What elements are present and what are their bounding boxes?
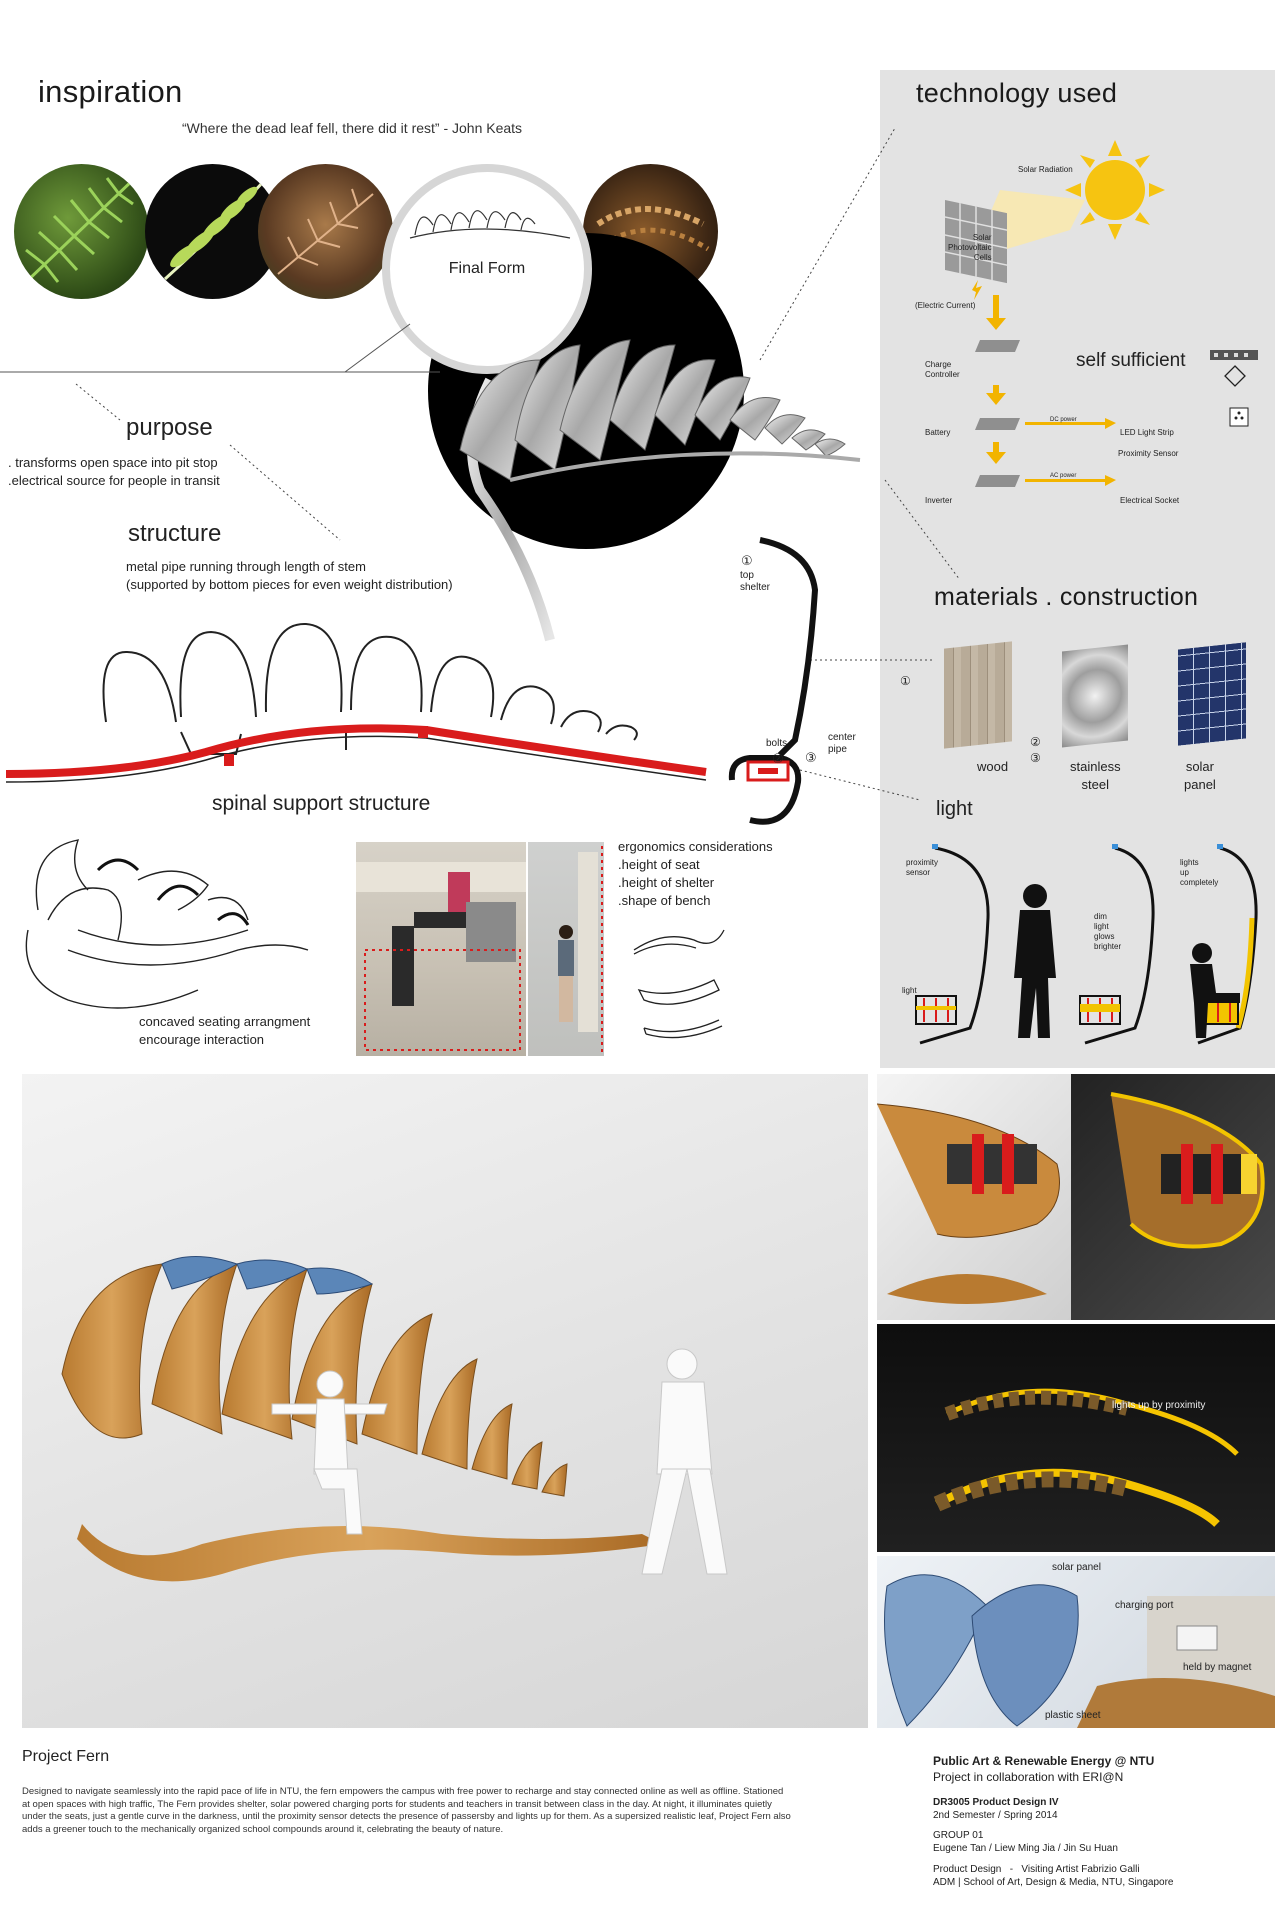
battery-label: Battery bbox=[925, 428, 951, 437]
ergonomics-item-3: .shape of bench bbox=[618, 893, 711, 908]
course-line: DR3005 Product Design IV bbox=[933, 1797, 1059, 1808]
fern-photo-1 bbox=[14, 164, 149, 299]
inverter-label: Inverter bbox=[925, 496, 953, 505]
guide-lines bbox=[0, 127, 961, 801]
semester-line: 2nd Semester / Spring 2014 bbox=[933, 1810, 1058, 1821]
seating-caption-1: concaved seating arrangment bbox=[139, 1014, 311, 1029]
materials-num-1: ① bbox=[900, 674, 911, 688]
org-title: Public Art & Renewable Energy @ NTU bbox=[933, 1754, 1155, 1768]
light-heading: light bbox=[936, 798, 973, 820]
project-title: Project Fern bbox=[22, 1748, 110, 1765]
center-pipe-num: ③ bbox=[805, 750, 817, 765]
electrical-socket-label: Electrical Socket bbox=[1120, 496, 1180, 505]
solar-panel-label: solar panel bbox=[1184, 759, 1216, 792]
ergonomics-title: ergonomics considerations bbox=[618, 839, 773, 854]
seating-caption-2: encourage interaction bbox=[139, 1032, 265, 1047]
held-by-magnet-callout: held by magnet bbox=[1183, 1662, 1252, 1673]
artist-line: Product Design - Visiting Artist Fabrizi… bbox=[933, 1864, 1140, 1875]
top-shelter-label: top shelter bbox=[740, 570, 771, 593]
ergonomics-photo-seated bbox=[356, 842, 526, 1056]
ergonomics-item-1: .height of seat bbox=[618, 857, 700, 872]
materials-num-3: ③ bbox=[1030, 751, 1041, 765]
bolts-label: bolts bbox=[766, 738, 788, 749]
technology-heading: technology used bbox=[916, 78, 1118, 108]
lights-up-label: lights up by proximity bbox=[1112, 1400, 1206, 1411]
dc-power-label: DC power bbox=[1050, 417, 1077, 423]
spinal-support-label: spinal support structure bbox=[212, 792, 431, 815]
project-description: Designed to navigate seamlessly into the… bbox=[22, 1786, 791, 1835]
render-solar-detail: solar panel charging port held by magnet… bbox=[877, 1556, 1275, 1728]
ergonomics-item-2: .height of shelter bbox=[618, 875, 715, 890]
final-form-label: Final Form bbox=[448, 260, 526, 277]
wood-sample bbox=[944, 641, 1012, 749]
render-detail-daylight bbox=[877, 1074, 1071, 1320]
group-line: GROUP 01 bbox=[933, 1830, 984, 1841]
members-line: Eugene Tan / Liew Ming Jia / Jin Su Huan bbox=[933, 1843, 1118, 1854]
shelter-cross-section bbox=[728, 537, 819, 825]
structure-line-1: metal pipe running through length of ste… bbox=[126, 559, 366, 574]
seating-sketch bbox=[25, 839, 309, 1009]
center-pipe-label: center pipe bbox=[828, 732, 856, 755]
fern-photo-2 bbox=[145, 164, 280, 299]
purpose-heading: purpose bbox=[126, 414, 213, 441]
spinal-support-sketch bbox=[5, 622, 707, 783]
collab-line: Project in collaboration with ERI@N bbox=[933, 1770, 1124, 1784]
solar-panel-callout: solar panel bbox=[1052, 1562, 1101, 1573]
inspiration-quote: “Where the dead leaf fell, there did it … bbox=[182, 120, 523, 136]
bolts-num: ② bbox=[772, 751, 784, 766]
purpose-line-2: .electrical source for people in transit bbox=[8, 473, 220, 488]
bench-shape-sketches bbox=[633, 929, 725, 1039]
wood-label: wood bbox=[977, 759, 1009, 774]
pv-cells-label: Solar Photovoltaic Cells bbox=[948, 233, 992, 262]
school-line: ADM | School of Art, Design & Media, NTU… bbox=[933, 1877, 1174, 1888]
structure-line-2: (supported by bottom pieces for even wei… bbox=[126, 577, 453, 592]
top-shelter-num: ① bbox=[741, 553, 753, 568]
lights-up-callout: lights up completely bbox=[1180, 858, 1219, 887]
fern-photo-3 bbox=[258, 164, 393, 299]
fern-sculpture bbox=[459, 339, 861, 642]
electric-current-label: (Electric Current) bbox=[915, 301, 976, 310]
plastic-sheet-callout: plastic sheet bbox=[1045, 1710, 1101, 1721]
charge-controller-label: Charge Controller bbox=[925, 360, 960, 379]
stainless-steel-sample bbox=[1062, 644, 1128, 748]
proximity-sensor-label: Proximity Sensor bbox=[1118, 449, 1179, 458]
materials-heading: materials . construction bbox=[934, 583, 1199, 611]
led-strip-label: LED Light Strip bbox=[1120, 428, 1174, 437]
materials-num-2: ② bbox=[1030, 735, 1041, 749]
solar-panel-sample bbox=[1178, 642, 1246, 746]
proximity-sensor-callout: proximity sensor bbox=[906, 858, 939, 877]
ac-power-label: AC power bbox=[1050, 473, 1077, 479]
render-detail-night bbox=[1071, 1074, 1275, 1320]
light-states-diagram bbox=[915, 844, 1258, 1045]
self-sufficient-label: self sufficient bbox=[1076, 350, 1186, 371]
solar-radiation-label: Solar Radiation bbox=[1018, 165, 1073, 174]
energy-flow-diagram bbox=[945, 140, 1258, 487]
render-night-proximity: lights up by proximity bbox=[877, 1324, 1275, 1552]
structure-heading: structure bbox=[128, 520, 222, 547]
final-form-circle: Final Form bbox=[382, 164, 592, 374]
light-callout: light bbox=[902, 986, 917, 995]
dim-light-callout: dim light glows brighter bbox=[1094, 912, 1122, 951]
stainless-steel-label: stainless steel bbox=[1070, 759, 1121, 792]
main-render bbox=[22, 1074, 868, 1728]
purpose-line-1: . transforms open space into pit stop bbox=[8, 455, 218, 470]
ergonomics-photo-standing bbox=[528, 842, 604, 1056]
charging-port-callout: charging port bbox=[1115, 1600, 1174, 1611]
inspiration-heading: inspiration bbox=[38, 74, 183, 109]
